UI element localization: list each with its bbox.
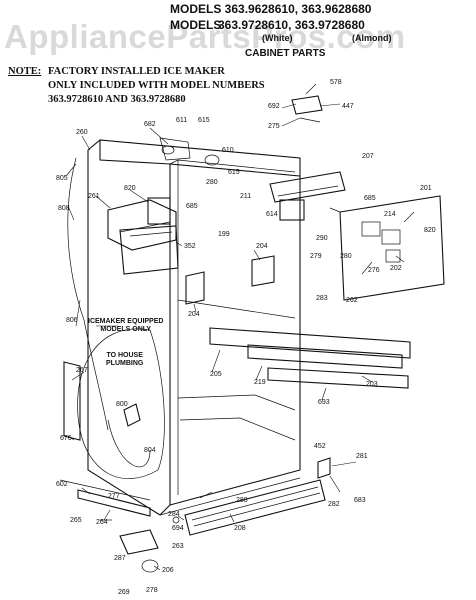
part-number-805: 805 [56,175,68,182]
part-number-614: 614 [266,211,278,218]
part-number-602: 602 [56,481,68,488]
part-number-804: 804 [144,447,156,454]
part-number-202: 202 [390,265,402,272]
variant-almond: (Almond) [352,33,392,43]
part-number-280: 280 [340,253,352,260]
part-number-685: 685 [364,195,376,202]
part-number-199: 199 [218,231,230,238]
icemaker-equipped-line-2: MODELS ONLY [100,326,152,333]
part-number-682: 682 [144,121,156,128]
part-number-820: 820 [424,227,436,234]
part-number-693: 693 [318,399,330,406]
part-number-211: 211 [240,193,251,200]
variant-white: (White) [262,33,293,43]
part-number-281: 281 [356,453,368,460]
part-number-265: 265 [70,517,82,524]
models-line-1: MODELS 363.9628610, 363.9628680 [170,2,372,16]
part-number-276: 276 [368,267,380,274]
part-number-610: 610 [222,147,234,154]
part-number-615: 615 [198,117,210,124]
side-panels [59,255,331,517]
part-number-290: 290 [316,235,328,242]
part-number-206: 206 [162,567,174,574]
bottom-grille [184,479,326,536]
part-number-277: 277 [108,493,120,500]
part-number-447: 447 [342,103,354,110]
part-number-800: 800 [116,401,128,408]
part-number-683: 683 [354,497,366,504]
part-number-282: 282 [328,501,340,508]
note-label: NOTE: [8,66,42,77]
part-number-806: 806 [66,317,78,324]
part-number-267: 267 [76,367,88,374]
part-number-452: 452 [314,443,326,450]
part-number-205: 205 [210,371,222,378]
part-number-214: 214 [384,211,396,218]
part-number-263: 263 [172,543,184,550]
part-number-284: 284 [168,511,180,518]
part-number-208: 208 [234,525,246,532]
part-number-288: 288 [236,497,248,504]
part-number-820: 820 [124,185,136,192]
models-line-2-label: MODELS [170,18,222,32]
icemaker-assembly [107,197,179,275]
part-number-275: 275 [268,123,280,130]
models-line-2-numbers: 363.9728610, 363.9728680 [218,18,365,32]
part-number-694: 694 [172,525,184,532]
part-number-260: 260 [76,129,88,136]
part-number-280: 280 [206,179,218,186]
leader-lines [65,83,415,571]
note-line-3: 363.9728610 AND 363.9728680 [48,94,186,105]
part-number-201: 201 [420,185,432,192]
part-number-578: 578 [330,79,342,86]
part-number-279: 279 [310,253,322,260]
house-plumbing-callout: TO HOUSE PLUMBING [106,352,143,368]
house-plumbing-line-1: TO HOUSE [106,352,143,359]
icemaker-equipped-line-1: ICEMAKER EQUIPPED [88,318,164,325]
control-housing [329,195,445,301]
watermark: AppliancePartsPros.com [4,18,406,55]
part-number-219: 219 [254,379,266,386]
icemaker-callout [77,328,165,480]
top-hardware [159,95,323,166]
part-number-261: 261 [88,193,100,200]
hinge-hardware [100,516,180,573]
part-number-692: 692 [268,103,280,110]
part-number-204: 204 [256,243,268,250]
part-number-278: 278 [146,587,158,594]
part-number-283: 283 [316,295,328,302]
note-line-2: ONLY INCLUDED WITH MODEL NUMBERS [48,80,265,91]
part-number-207: 207 [362,153,374,160]
diagram-subtitle: CABINET PARTS [245,48,326,59]
light-assembly [269,171,346,221]
cabinet-liner [87,139,301,516]
part-number-264: 264 [96,519,108,526]
divider-mullion [209,327,411,389]
part-labels: 578 692 447 275 682 611 615 610 260 207 805 261 820 2… [56,79,436,596]
part-number-676: 676 [60,435,72,442]
part-number-615: 615 [228,169,240,176]
part-number-287: 287 [114,555,126,562]
part-number-611: 611 [176,117,187,124]
part-number-269: 269 [118,589,130,596]
part-number-262: 262 [346,297,358,304]
water-line [67,157,151,468]
part-number-203: 203 [366,381,378,388]
part-number-685: 685 [186,203,198,210]
icemaker-equipped-callout: ICEMAKER EQUIPPED MODELS ONLY [88,318,163,334]
house-plumbing-line-2: PLUMBING [106,360,144,367]
part-number-352: 352 [184,243,196,250]
part-number-808: 808 [58,205,70,212]
part-number-204: 204 [188,311,200,318]
note-line-1: FACTORY INSTALLED ICE MAKER [48,66,225,77]
